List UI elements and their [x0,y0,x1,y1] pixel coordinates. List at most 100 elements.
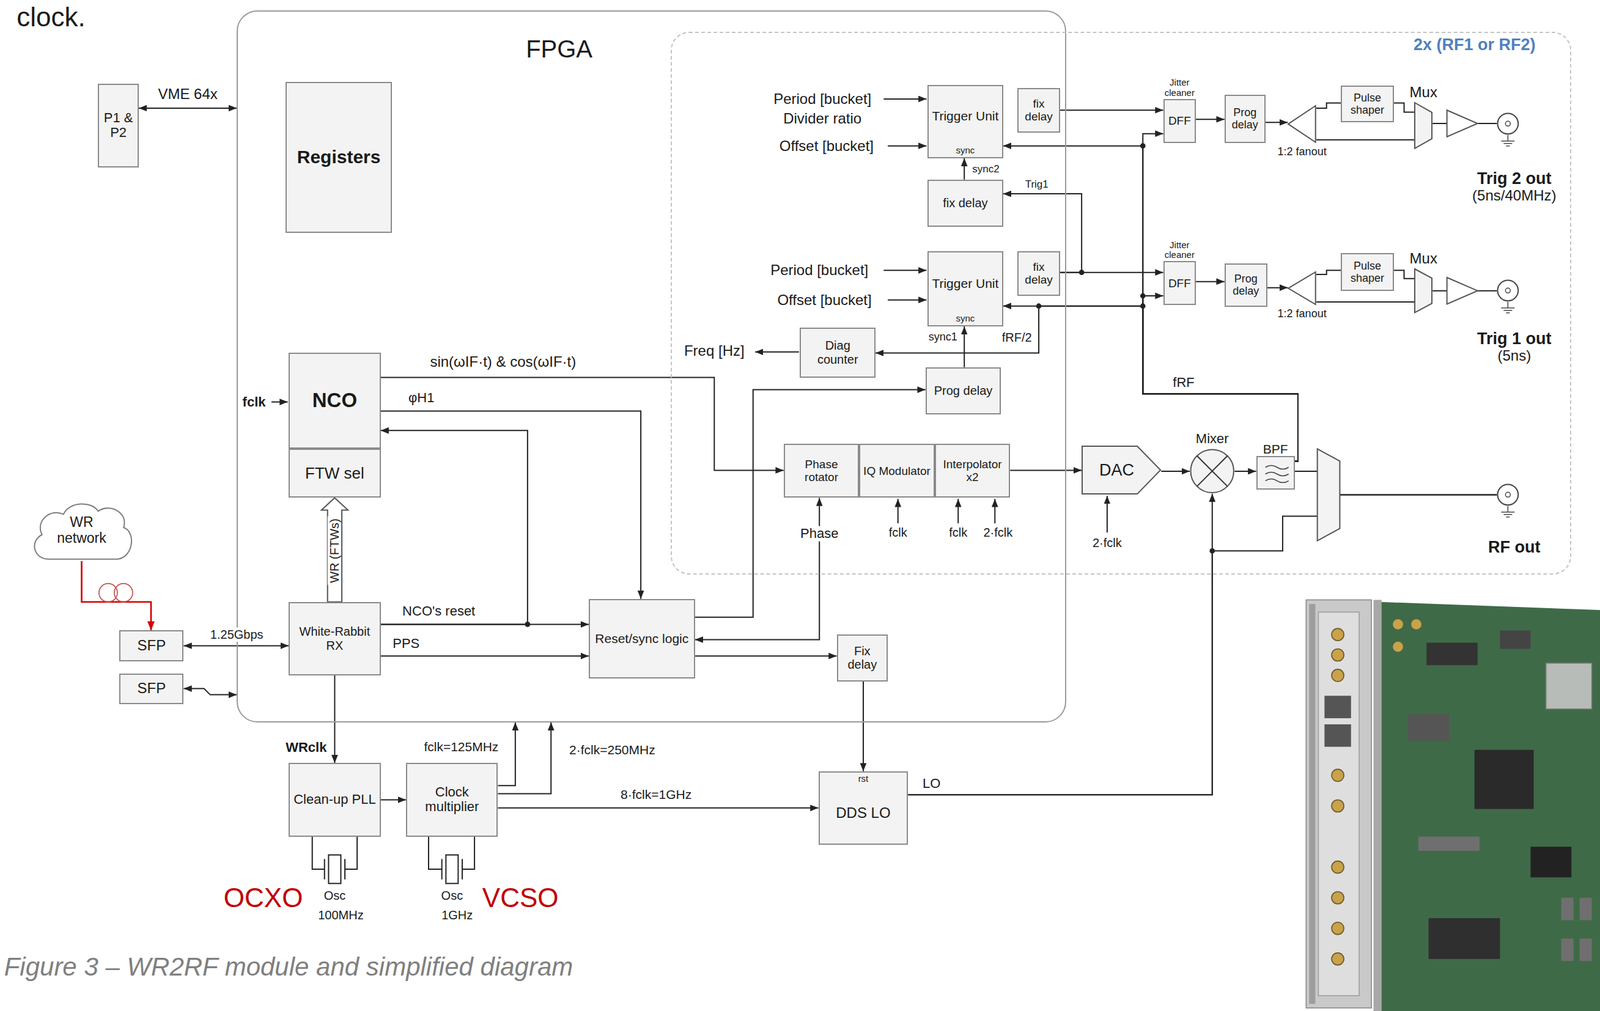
edge-label-wrap: fRF [1170,375,1196,391]
process-box: fix delay [1017,251,1061,296]
annotation: Trig 1 out(5ns) [1477,329,1552,365]
box-label: Trigger Unit [931,276,999,292]
module-photo [1324,724,1351,748]
edge-label: fclk=125MHz [423,739,499,755]
mux-symbol: Mux [1414,268,1433,314]
hollow-arrow [321,497,348,602]
module-photo [1324,695,1351,719]
box-label: DAC [1099,460,1135,480]
annotation-label: Mux [1409,84,1438,101]
signal-label: fclk [888,525,908,540]
edge-label-wrap: sync1 [926,330,960,343]
edge-label-wrap: 8·fclk=1GHz [618,787,694,803]
module-photo [1392,641,1404,653]
box-label: White-Rabbit RX [292,624,377,653]
edge-label: φH1 [408,390,435,406]
edge-label-wrap: fclk=125MHz [421,739,501,755]
module-photo [1530,846,1572,878]
box-label: Trigger Unit [931,108,999,124]
label-wrap: 2·fclk [983,525,1013,540]
filter-wave [1264,472,1289,477]
fanout-triangle [1288,272,1316,305]
label-wrap: Divider ratio [783,110,862,127]
edge-label: Trig1 [1025,179,1049,191]
process-box: Prog delay [1224,263,1268,308]
label-wrap: Offset [bucket] [779,137,874,155]
crystal-symbol [441,858,443,880]
box-label: Prog delay [934,383,993,398]
label-wrap: clock. [16,2,85,33]
module-photo [1546,663,1593,710]
process-box: Phase rotator [783,443,860,498]
annotation: Trig 2 out(5ns/40MHz) [1472,169,1556,205]
fiber-coil [114,583,133,603]
module-photo [1411,619,1422,630]
caption-wrap: Figure 3 – WR2RF module and simplified d… [4,953,574,982]
input-arrow [957,498,959,524]
crystal-symbol [324,858,326,880]
mux-trapezoid [1414,269,1432,313]
annotation-label: Mux [1409,250,1438,268]
junction-dot [525,621,531,628]
connector [183,689,237,696]
process-box: fix delay [1017,88,1061,133]
process-box: Pulse shaper [1340,85,1394,123]
output-connector: Trig 1 out(5ns) [1496,279,1520,303]
region-title-text: 2x (RF1 or RF2) [1413,35,1536,54]
connector-ring [1497,484,1519,506]
connector [695,655,837,657]
module-photo [1561,898,1574,921]
mixer-outline [1189,448,1235,494]
port-label: rst [858,774,869,785]
connector [1161,470,1190,472]
label-wrap: fclk [242,394,266,410]
signal-label: Divider ratio [783,110,862,127]
fiber-coil [99,583,133,603]
process-box: SFP [119,673,184,705]
edge-label-wrap: LO [920,775,943,792]
mux-trapezoid [1414,102,1432,149]
process-box: Pulse shaper [1340,253,1394,292]
connector-pin [1505,121,1511,126]
edge-label: 1.25Gbps [210,627,264,642]
connector-pin [1505,288,1511,294]
input-arrow [271,99,1108,533]
connector [1010,469,1082,471]
amplifier-symbol [1447,110,1478,304]
module-photo [1331,953,1344,966]
connector [497,722,515,786]
connector [1265,121,1289,123]
figure-caption: Figure 3 – WR2RF module and simplified d… [4,953,574,982]
connector [380,799,407,801]
module-photo [1373,599,1382,1011]
filter-wave [1264,465,1289,470]
mux-symbol: Mux [1414,102,1433,150]
box-label: Phase rotator [787,457,856,485]
label-wrap: 1GHz [441,908,473,922]
annotation-label: Jitter cleaner [1157,240,1201,262]
rf-mux-symbol [1317,448,1341,541]
connector-outline [1496,279,1520,303]
process-box: fix delay [927,179,1004,227]
junction-dot [1140,293,1146,299]
fiber-link [81,561,152,631]
connector [1316,103,1341,109]
fpga-region: FPGARegistersTrigger Unitsyncfix delayfi… [236,10,1067,723]
box-label: Diag counter [803,338,872,367]
input-arrow [883,98,927,100]
process-box: Fix delay [836,634,888,682]
annotation: Jitter cleaner [1157,240,1201,262]
box-label: NCO [312,389,358,413]
signal-label: Freq [Hz] [684,342,745,360]
input-arrow [755,351,800,353]
junction-dot [1036,303,1042,309]
module-photo [1474,750,1534,810]
annotation: 1:2 fanout [1277,145,1327,158]
connector-ring [1497,113,1519,134]
module-photo [1305,599,1372,1009]
annotation-label: Mixer [1195,431,1229,447]
edge-label: sin(ωIF·t) & cos(ωIF·t) [429,353,576,371]
label-wrap: fclk [948,525,968,540]
annotation-label: 1:2 fanout [1277,145,1327,158]
filter-box: BPF [1256,456,1295,490]
